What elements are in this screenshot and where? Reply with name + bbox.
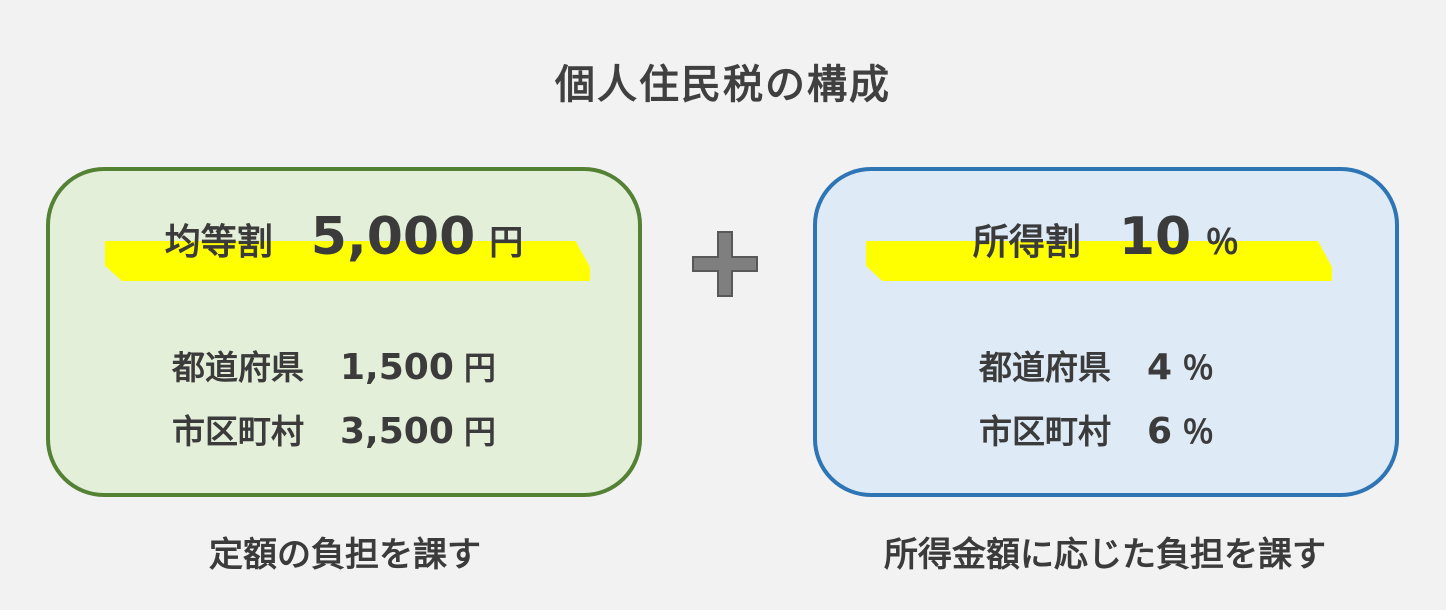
income-rate-municipality-row: 市区町村 6％ bbox=[979, 405, 1214, 453]
income-rate-label: 所得割 bbox=[972, 222, 1081, 263]
income-rate-municipality-value: 6 bbox=[1147, 411, 1173, 452]
flat-rate-headline: 均等割 5,000 円 bbox=[50, 207, 638, 267]
income-rate-total: 10 bbox=[1118, 207, 1192, 267]
income-rate-municipality-unit: ％ bbox=[1182, 413, 1215, 451]
income-rate-municipality-label: 市区町村 bbox=[979, 412, 1111, 451]
income-rate-caption: 所得金額に応じた負担を課す bbox=[884, 535, 1326, 575]
flat-rate-unit: 円 bbox=[489, 223, 524, 263]
flat-rate-municipality-label: 市区町村 bbox=[172, 412, 304, 451]
flat-rate-municipality-value: 3,500 bbox=[340, 411, 454, 452]
income-rate-highlight bbox=[866, 241, 1332, 281]
flat-rate-prefecture-label: 都道府県 bbox=[172, 348, 304, 387]
flat-rate-total: 5,000 bbox=[310, 207, 476, 267]
flat-rate-caption: 定額の負担を課す bbox=[209, 535, 481, 575]
income-rate-prefecture-unit: ％ bbox=[1182, 349, 1215, 387]
diagram-title: 個人住民税の構成 bbox=[555, 62, 891, 108]
flat-rate-prefecture-value: 1,500 bbox=[340, 347, 454, 388]
flat-rate-municipality-unit: 円 bbox=[463, 413, 496, 451]
income-rate-unit: ％ bbox=[1205, 223, 1240, 263]
income-rate-headline: 所得割 10 ％ bbox=[817, 207, 1395, 267]
income-rate-prefecture-row: 都道府県 4％ bbox=[979, 341, 1214, 389]
flat-rate-label: 均等割 bbox=[164, 222, 273, 263]
income-rate-prefecture-label: 都道府県 bbox=[979, 348, 1111, 387]
flat-rate-prefecture-unit: 円 bbox=[463, 349, 496, 387]
flat-rate-highlight bbox=[105, 241, 590, 281]
plus-icon bbox=[692, 231, 758, 297]
income-rate-prefecture-value: 4 bbox=[1147, 347, 1173, 388]
